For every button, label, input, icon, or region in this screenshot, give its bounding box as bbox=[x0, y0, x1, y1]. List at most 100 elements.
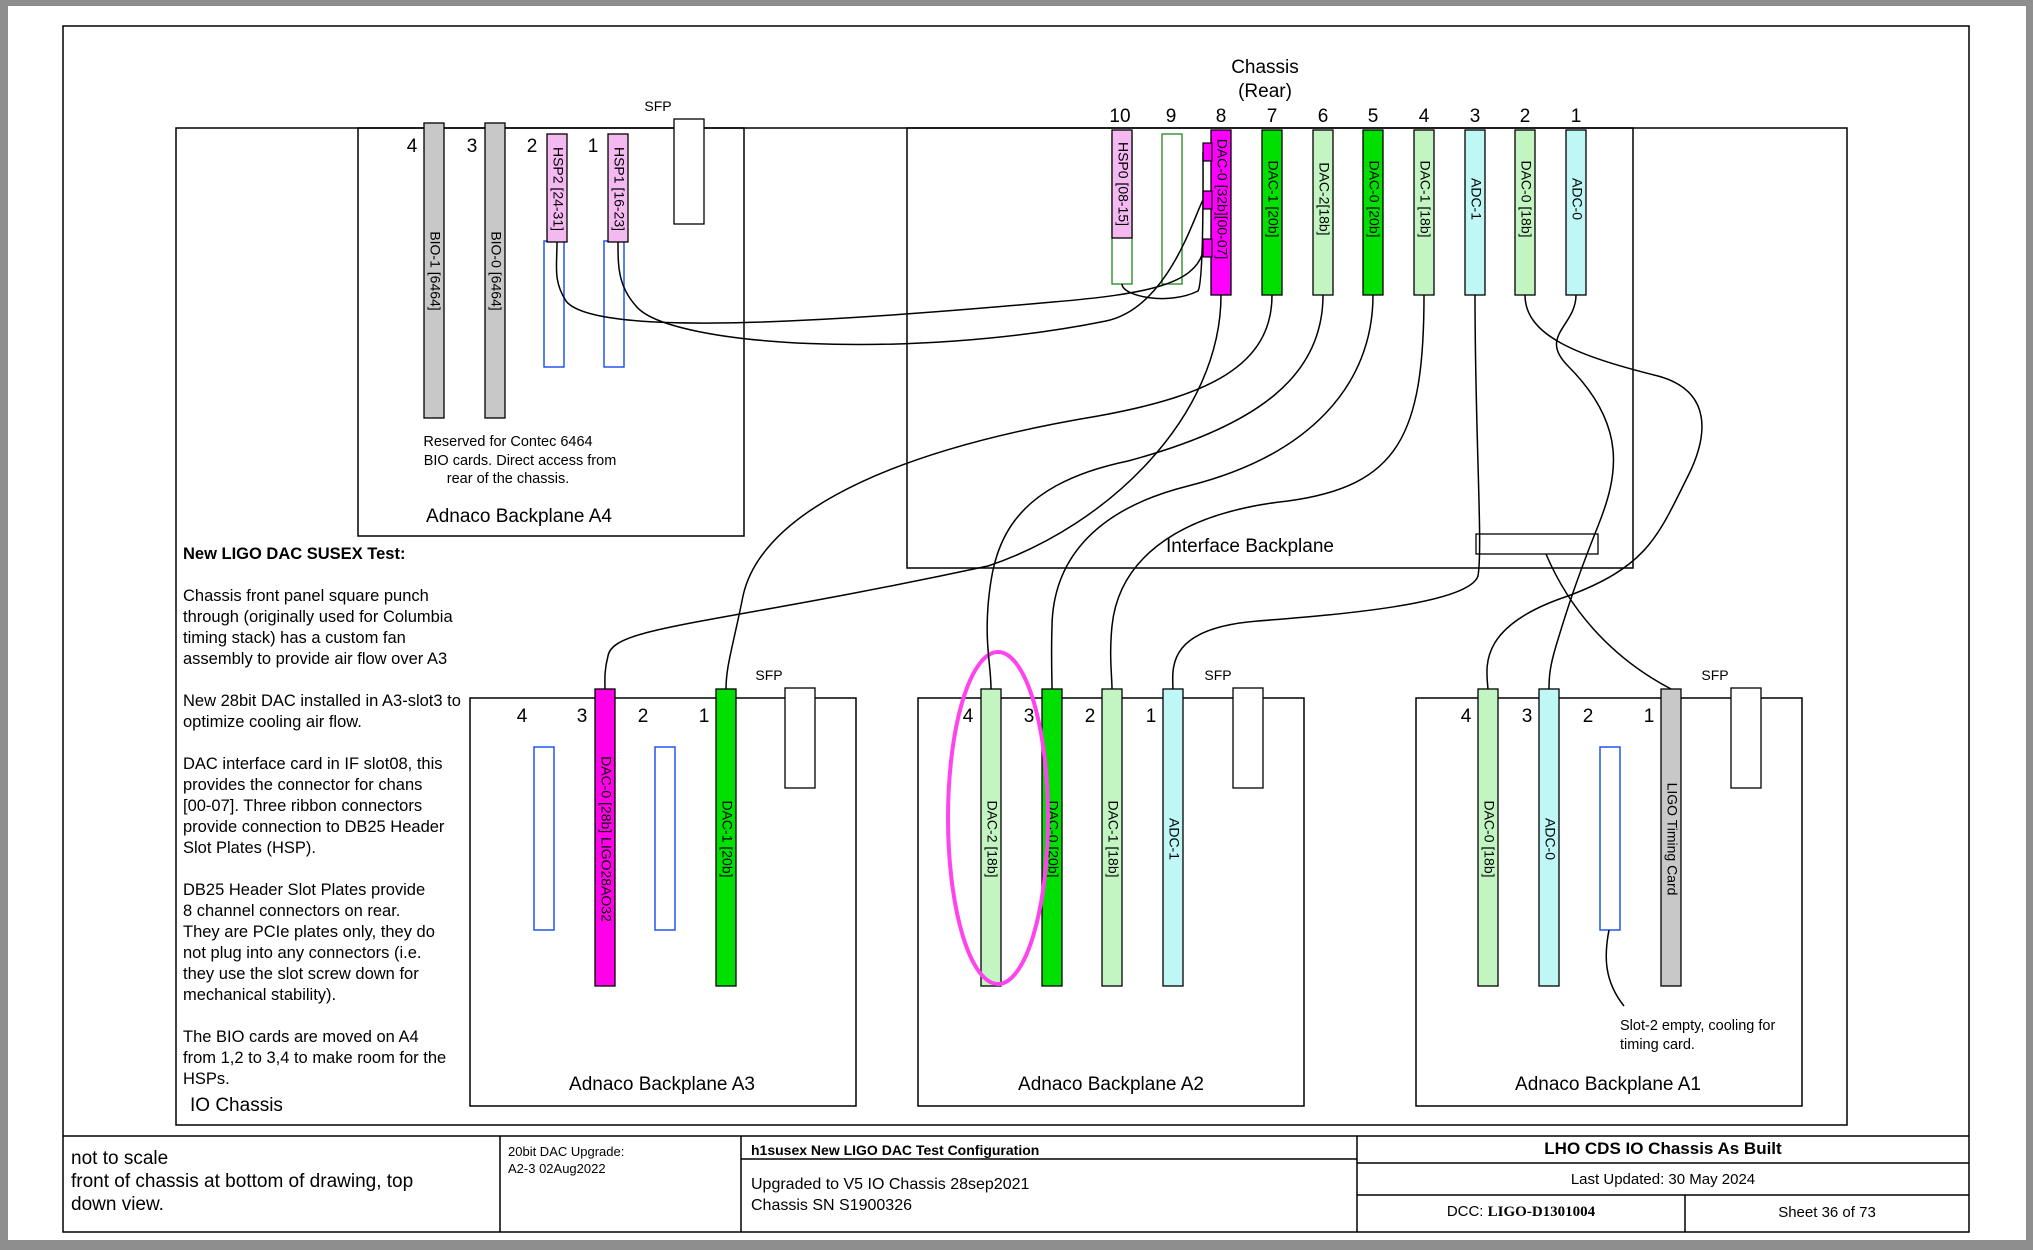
a2-slot-number: 3 bbox=[1024, 706, 1035, 727]
chassis-title-line2: (Rear) bbox=[1238, 81, 1292, 102]
cable-hsp2-to-dac0 bbox=[555, 241, 1204, 324]
if-slot-number: 9 bbox=[1166, 106, 1177, 127]
if-hsp0-card bbox=[1111, 129, 1133, 239]
scale-note-line: front of chassis at bottom of drawing, t… bbox=[71, 1171, 414, 1192]
if-dac0-ribbon-connector bbox=[1202, 190, 1213, 210]
config-lines: Upgraded to V5 IO Chassis 28sep2021 Chas… bbox=[751, 1174, 1351, 1216]
interface-connector bbox=[1475, 533, 1599, 555]
cable-if7-to-a3s1 bbox=[725, 294, 1273, 690]
backplane-a2-label: Adnaco Backplane A2 bbox=[1018, 1074, 1204, 1095]
if-slot-number: 10 bbox=[1109, 106, 1130, 127]
notes-line: [00-07]. Three ribbon connectors bbox=[183, 797, 423, 815]
a3-slot-number: 2 bbox=[638, 706, 649, 727]
if-dac1-20b-label: DAC-1 [20b] bbox=[1265, 160, 1281, 237]
cable-hsp1-to-dac0 bbox=[617, 199, 1204, 346]
if-slot-number: 8 bbox=[1216, 106, 1227, 127]
upgrade-note: 20bit DAC Upgrade: A2-3 02Aug2022 bbox=[508, 1143, 736, 1177]
a4-empty-slot bbox=[543, 240, 565, 368]
a1-empty-slot-2 bbox=[1599, 746, 1621, 931]
if-dac0-32b-label: DAC-0 [32b][00-07] bbox=[1214, 139, 1230, 260]
a4-note-line: BIO cards. Direct access from bbox=[424, 453, 617, 469]
if-slot-number: 3 bbox=[1470, 106, 1481, 127]
notes-line: through (originally used for Columbia bbox=[183, 608, 453, 626]
notes-line: mechanical stability). bbox=[183, 986, 337, 1004]
a4-bio1-card bbox=[423, 122, 445, 419]
notes-line: HSPs. bbox=[183, 1070, 230, 1088]
a3-dac1-20b-label: DAC-1 [20b] bbox=[719, 800, 735, 877]
a1-slot-number: 2 bbox=[1583, 706, 1594, 727]
a3-slot-number: 4 bbox=[517, 706, 528, 727]
cable-if2-to-a1s4 bbox=[1486, 294, 1703, 690]
config-title: h1susex New LIGO DAC Test Configuration bbox=[751, 1142, 1040, 1158]
notes-line: They are PCIe plates only, they do bbox=[183, 923, 435, 941]
a4-note-line: rear of the chassis. bbox=[447, 471, 570, 487]
backplane-a4-box bbox=[357, 127, 745, 537]
a3-dac0-28b-label: DAC-0 [28b] LIGO28AO32 bbox=[598, 756, 614, 922]
if-adc1-label: ADC-1 bbox=[1468, 178, 1484, 220]
cable-hsp0-to-dac0 bbox=[1121, 151, 1204, 300]
a1-note-leader bbox=[1605, 929, 1625, 1007]
a1-sfp-port bbox=[1730, 687, 1762, 789]
chassis-diagram: Chassis (Rear) Adnaco Backplane A4 SFP 4… bbox=[62, 25, 1970, 1233]
notes-line: timing stack) has a custom fan bbox=[183, 629, 406, 647]
a4-hsp1-label: HSP1 [16-23] bbox=[611, 147, 627, 231]
a4-slot-number: 1 bbox=[588, 136, 599, 157]
notes-heading: New LIGO DAC SUSEX Test: bbox=[183, 545, 406, 563]
dcc-label: DCC: bbox=[1446, 1203, 1484, 1220]
scale-note: not to scale front of chassis at bottom … bbox=[71, 1147, 491, 1216]
a4-sfp-port bbox=[673, 118, 705, 225]
a4-hsp2-label: HSP2 [24-31] bbox=[550, 147, 566, 231]
a2-dac1-18b-label: DAC-1 [18b] bbox=[1105, 800, 1121, 877]
if-dac2-18b-label: DAC-2[18b] bbox=[1316, 162, 1332, 235]
notes-line: Chassis front panel square punch bbox=[183, 587, 429, 605]
notes-line: not plug into any connectors (i.e. bbox=[183, 944, 422, 962]
a2-dac2-highlight-ellipse bbox=[946, 650, 1050, 986]
a4-bio1-label: BIO-1 [6464] bbox=[427, 231, 443, 310]
scale-note-line: down view. bbox=[71, 1194, 164, 1215]
interface-backplane-box bbox=[906, 127, 1634, 569]
a2-sfp-port bbox=[1232, 687, 1264, 789]
if-slot-number: 1 bbox=[1571, 106, 1582, 127]
scale-note-line: not to scale bbox=[71, 1148, 169, 1169]
cable-if-connector-to-timing bbox=[1545, 553, 1672, 690]
a3-sfp-label: SFP bbox=[755, 667, 782, 683]
a3-empty-slot-2 bbox=[654, 746, 676, 931]
config-line: Chassis SN S1900326 bbox=[751, 1197, 912, 1214]
notes-line: assembly to provide air flow over A3 bbox=[183, 650, 448, 668]
notes-line: Slot Plates (HSP). bbox=[183, 839, 316, 857]
upgrade-note-line: 20bit DAC Upgrade: bbox=[508, 1144, 625, 1159]
a3-empty-slot-4 bbox=[533, 746, 555, 931]
if-slot-number: 4 bbox=[1419, 106, 1430, 127]
sheet-frame bbox=[62, 25, 1970, 1233]
notes-line: 8 channel connectors on rear. bbox=[183, 902, 401, 920]
if-hsp0-label: HSP0 [08-15] bbox=[1115, 142, 1131, 226]
last-updated: Last Updated: 30 May 2024 bbox=[1570, 1171, 1756, 1188]
a1-note-line: timing card. bbox=[1620, 1037, 1695, 1053]
notes-line: provide connection to DB25 Header bbox=[183, 818, 445, 836]
a1-timing-card-label: LIGO Timing Card bbox=[1664, 783, 1680, 896]
if-slot-number: 7 bbox=[1267, 106, 1278, 127]
chassis-title-line1: Chassis bbox=[1231, 57, 1299, 78]
if-dac0-ribbon-connector bbox=[1202, 238, 1213, 258]
a4-note-line: Reserved for Contec 6464 bbox=[423, 434, 592, 450]
notes-line: they use the slot screw down for bbox=[183, 965, 419, 983]
drawing-sheet: Chassis (Rear) Adnaco Backplane A4 SFP 4… bbox=[8, 6, 2026, 1240]
cable-if8-to-a3s3 bbox=[604, 294, 1222, 690]
backplane-a4-label: Adnaco Backplane A4 bbox=[426, 506, 612, 527]
a2-sfp-label: SFP bbox=[1204, 667, 1231, 683]
backplane-a3-label: Adnaco Backplane A3 bbox=[569, 1074, 755, 1095]
notes-line: DAC interface card in IF slot08, this bbox=[183, 755, 443, 773]
if-slot-number: 5 bbox=[1368, 106, 1379, 127]
dcc-block: DCC: LIGO-D1301004 bbox=[1357, 1203, 1685, 1221]
config-line: Upgraded to V5 IO Chassis 28sep2021 bbox=[751, 1176, 1030, 1193]
backplane-a3-box bbox=[469, 697, 857, 1107]
backplane-a1-label: Adnaco Backplane A1 bbox=[1515, 1074, 1701, 1095]
if-slot-number: 6 bbox=[1318, 106, 1329, 127]
backplane-a1-box bbox=[1415, 697, 1803, 1107]
a4-bio0-label: BIO-0 [6464] bbox=[488, 231, 504, 310]
a4-sfp-label: SFP bbox=[644, 98, 671, 114]
upgrade-note-line: A2-3 02Aug2022 bbox=[508, 1161, 606, 1176]
dcc-number: LIGO-D1301004 bbox=[1487, 1204, 1596, 1220]
a2-slot-number: 2 bbox=[1085, 706, 1096, 727]
if-adc0-label: ADC-0 bbox=[1569, 178, 1585, 220]
